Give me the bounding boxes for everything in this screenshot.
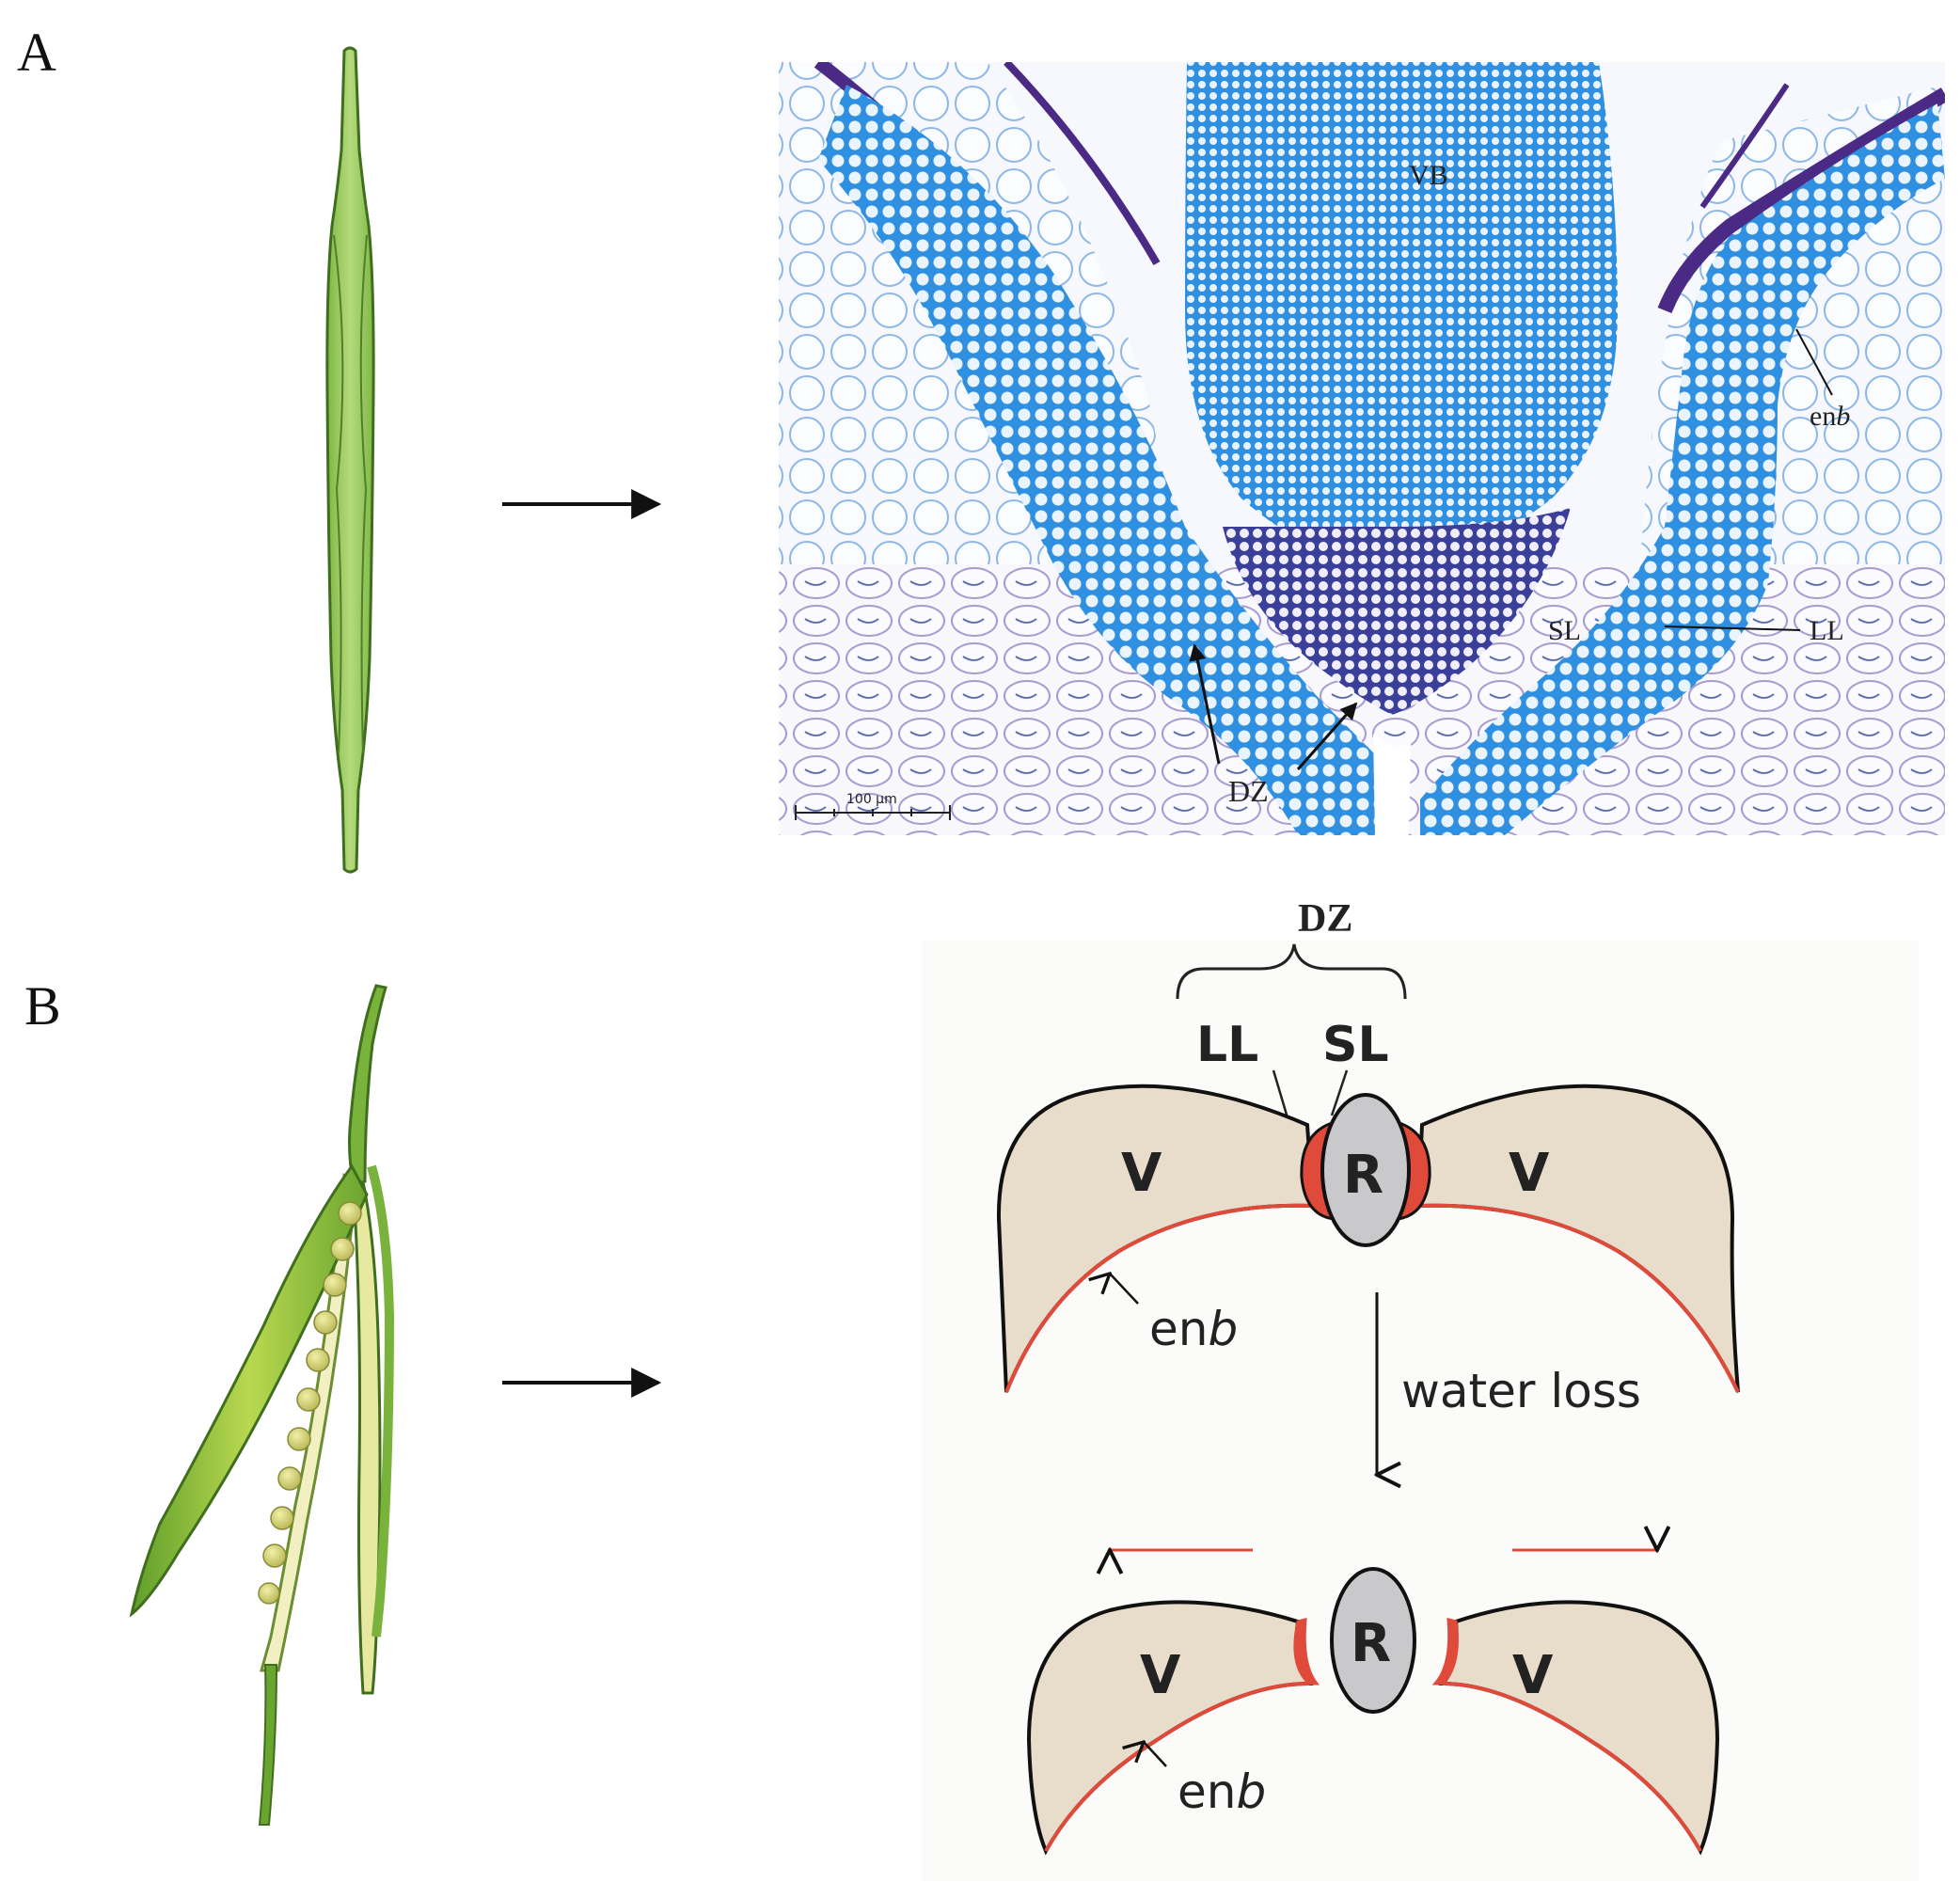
closed-pod-schematic — [996, 1084, 1740, 1393]
leader-ll — [1664, 625, 1801, 631]
arrow-dz-right — [1296, 702, 1358, 770]
opened-pod-schematic — [1026, 1567, 1720, 1856]
dz-bracket — [1176, 943, 1407, 1000]
label-sl-schematic: SL — [1322, 1017, 1389, 1073]
label-ll-schematic: LL — [1196, 1017, 1258, 1073]
label-r-bottom: R — [1351, 1613, 1391, 1674]
label-r-top: R — [1343, 1145, 1383, 1206]
label-enb-top: enb — [1149, 1302, 1238, 1356]
scale-bar-label: 100 µm — [846, 792, 897, 807]
label-water-loss: water loss — [1401, 1364, 1641, 1418]
silique-pod-a — [325, 46, 375, 874]
pointer-enb-bottom — [1144, 1742, 1167, 1767]
label-vb: VB — [1409, 160, 1448, 191]
leader-enb — [1795, 328, 1833, 396]
dehiscing-pod-b — [129, 984, 395, 1826]
label-sl: SL — [1548, 615, 1581, 646]
panel-label-b: B — [24, 975, 61, 1037]
label-enb-bottom: enb — [1178, 1764, 1266, 1819]
label-dz-schematic: DZ — [1298, 897, 1352, 941]
micrograph-cross-section — [779, 62, 1945, 835]
label-v-top-left: V — [1121, 1143, 1162, 1204]
arrow-dz-left — [1189, 643, 1221, 765]
panel-label-a: A — [17, 22, 56, 83]
label-ll: LL — [1810, 615, 1844, 646]
leader-sl-schematic — [1330, 1069, 1349, 1116]
label-v-bottom-left: V — [1140, 1645, 1181, 1706]
pointer-enb-top — [1110, 1274, 1139, 1305]
label-enb: enb — [1810, 401, 1850, 432]
label-v-top-right: V — [1509, 1143, 1550, 1204]
scale-bar — [795, 805, 951, 820]
label-v-bottom-right: V — [1512, 1645, 1554, 1706]
label-dz-micro: DZ — [1228, 774, 1269, 808]
